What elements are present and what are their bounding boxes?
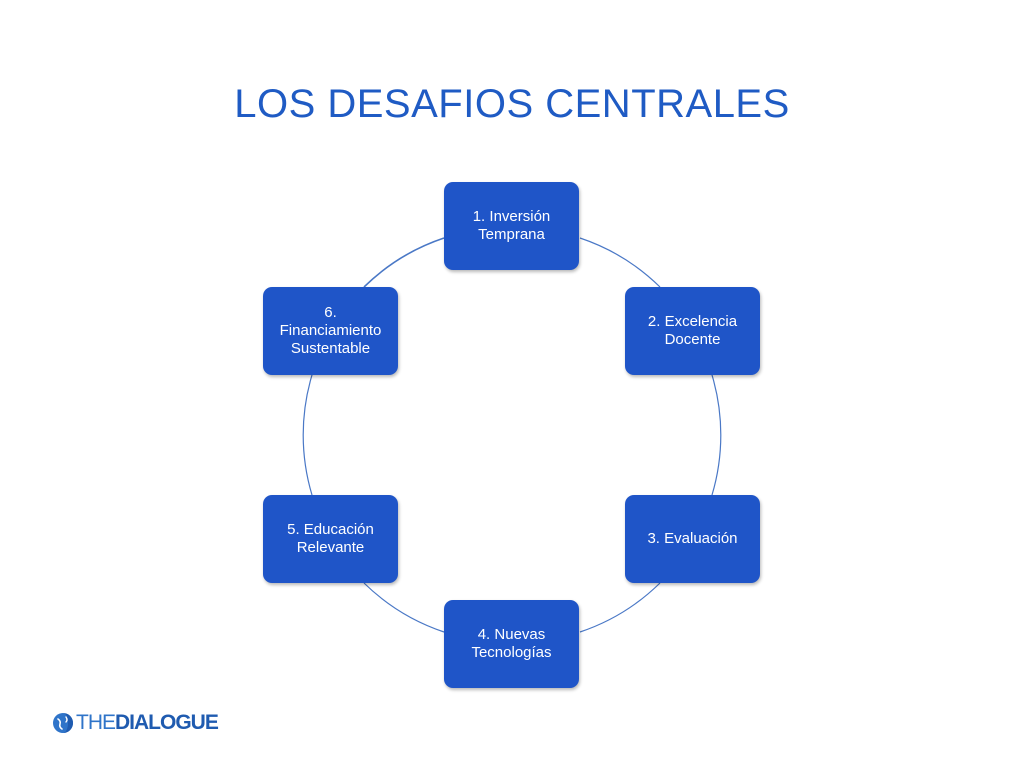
thedialogue-logo: THE DIALOGUE [52, 711, 219, 735]
cycle-node-educacion-relevante: 5. Educación Relevante [263, 495, 398, 583]
cycle-node-evaluacion: 3. Evaluación [625, 495, 760, 583]
node-label: 1. Inversión Temprana [472, 208, 551, 243]
connector-2-3 [711, 374, 722, 496]
globe-logo-icon [53, 713, 73, 733]
node-label: 4. Nuevas Tecnologías [471, 626, 552, 661]
connector-6-1 [363, 237, 445, 288]
connector-4-5 [363, 582, 445, 633]
node-label: 3. Evaluación [647, 530, 738, 547]
node-label: 6. Financiamiento Sustentable [279, 304, 382, 357]
logo-text-dialogue: DIALOGUE [115, 711, 219, 734]
node-label: 5. Educación Relevante [287, 521, 374, 556]
slide-title: LOS DESAFIOS CENTRALES [234, 82, 790, 126]
connector-5-6 [302, 374, 313, 496]
connector-3-4 [579, 582, 661, 633]
cycle-node-nuevas-tecnologias: 4. Nuevas Tecnologías [444, 600, 579, 688]
node-label: 2. Excelencia Docente [647, 313, 738, 348]
logo-text-the: THE [76, 711, 116, 734]
cycle-node-inversion-temprana: 1. Inversión Temprana [444, 182, 579, 270]
cycle-node-financiamiento-sustentable: 6. Financiamiento Sustentable [263, 287, 398, 375]
connector-1-2 [579, 237, 661, 288]
cycle-node-excelencia-docente: 2. Excelencia Docente [625, 287, 760, 375]
